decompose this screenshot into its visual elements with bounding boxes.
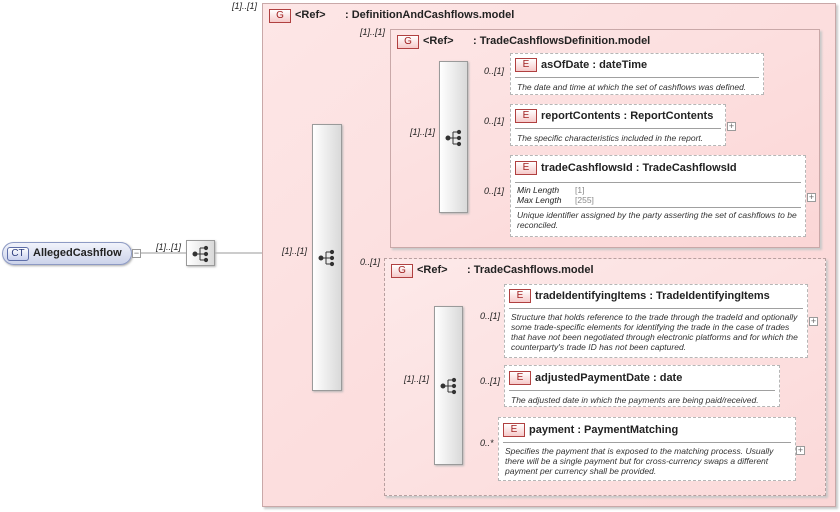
element-divider: [515, 128, 721, 129]
facet-max-length-label: Max Length: [517, 195, 562, 205]
complex-type-name: AllegedCashflow: [33, 247, 122, 259]
facet-max-length-value: [255]: [575, 195, 594, 205]
element-badge: E: [515, 109, 537, 123]
sequence-compositor-second[interactable]: [434, 306, 463, 465]
element-description: The adjusted date in which the payments …: [511, 395, 759, 405]
group-name: : TradeCashflows.model: [467, 264, 594, 276]
facet-min-length-value: [1]: [575, 185, 585, 195]
group-ref-label: <Ref>: [423, 35, 454, 47]
element-description: The date and time at which the set of ca…: [517, 82, 747, 92]
multiplicity-report-contents: 0..[1]: [484, 116, 505, 126]
element-description: The specific characteristics included in…: [517, 133, 704, 143]
element-description: Specifies the payment that is exposed to…: [505, 446, 774, 476]
element-name: asOfDate : dateTime: [541, 59, 648, 71]
element-divider: [515, 77, 759, 78]
element-name: tradeCashflowsId : TradeCashflowsId: [541, 162, 737, 174]
multiplicity-inner-seq: [1]..[1]: [410, 127, 436, 137]
element-badge: E: [515, 161, 537, 175]
sequence-icon: [440, 377, 457, 395]
element-name: tradeIdentifyingItems : TradeIdentifying…: [535, 290, 770, 302]
multiplicity-inner-group: [1]..[1]: [360, 27, 386, 37]
collapse-toggle[interactable]: −: [132, 248, 141, 258]
element-badge: E: [515, 58, 537, 72]
multiplicity-second-seq: [1]..[1]: [404, 374, 430, 384]
element-name: payment : PaymentMatching: [529, 424, 679, 436]
element-trade-cashflows-id[interactable]: E tradeCashflowsId : TradeCashflowsId Mi…: [510, 155, 806, 237]
element-trade-identifying-items[interactable]: E tradeIdentifyingItems : TradeIdentifyi…: [504, 284, 808, 358]
multiplicity-as-of-date: 0..[1]: [484, 66, 505, 76]
multiplicity-payment: 0..*: [480, 438, 494, 448]
element-badge: E: [503, 423, 525, 437]
multiplicity-trade-cashflows-id: 0..[1]: [484, 186, 505, 196]
sequence-compositor-inner[interactable]: [439, 61, 468, 213]
multiplicity-adjusted-payment-date: 0..[1]: [480, 376, 501, 386]
expand-toggle[interactable]: +: [727, 121, 736, 131]
element-divider: [509, 308, 803, 309]
element-payment[interactable]: E payment : PaymentMatching Specifies th…: [498, 417, 796, 481]
element-divider: [509, 390, 775, 391]
group-name: : TradeCashflowsDefinition.model: [473, 35, 651, 47]
multiplicity-seq-outer: [1]..[1]: [282, 246, 308, 256]
multiplicity-ct-seq: [1]..[1]: [156, 242, 182, 252]
group-name: : DefinitionAndCashflows.model: [345, 9, 515, 21]
expand-toggle[interactable]: +: [809, 316, 818, 326]
element-description: Unique identifier assigned by the party …: [517, 210, 797, 230]
sequence-icon: [445, 129, 462, 147]
sequence-compositor[interactable]: [186, 240, 215, 266]
element-divider: [515, 182, 801, 183]
element-badge: E: [509, 371, 531, 385]
element-divider: [503, 442, 791, 443]
sequence-icon: [192, 245, 209, 263]
element-name: adjustedPaymentDate : date: [535, 372, 683, 384]
complex-type-node[interactable]: CT AllegedCashflow: [2, 242, 132, 265]
sequence-icon: [318, 249, 335, 267]
element-name: reportContents : ReportContents: [541, 110, 714, 122]
sequence-compositor-main[interactable]: [312, 124, 342, 391]
element-as-of-date[interactable]: E asOfDate : dateTime The date and time …: [510, 53, 764, 95]
group-ref-label: <Ref>: [417, 264, 448, 276]
complex-type-badge: CT: [7, 247, 29, 261]
multiplicity-second-group: 0..[1]: [360, 257, 381, 267]
multiplicity-trade-identifying-items: 0..[1]: [480, 311, 501, 321]
element-divider: [515, 207, 801, 208]
multiplicity-outer-group: [1]..[1]: [232, 1, 258, 11]
group-badge: G: [269, 9, 291, 23]
element-adjusted-payment-date[interactable]: E adjustedPaymentDate : date The adjuste…: [504, 365, 780, 407]
group-badge: G: [397, 35, 419, 49]
element-report-contents[interactable]: E reportContents : ReportContents The sp…: [510, 104, 726, 146]
expand-toggle[interactable]: +: [796, 445, 805, 455]
group-badge: G: [391, 264, 413, 278]
group-ref-label: <Ref>: [295, 9, 326, 21]
facet-min-length-label: Min Length: [517, 185, 560, 195]
expand-toggle[interactable]: +: [807, 192, 816, 202]
element-badge: E: [509, 289, 531, 303]
element-description: Structure that holds reference to the tr…: [511, 312, 798, 352]
